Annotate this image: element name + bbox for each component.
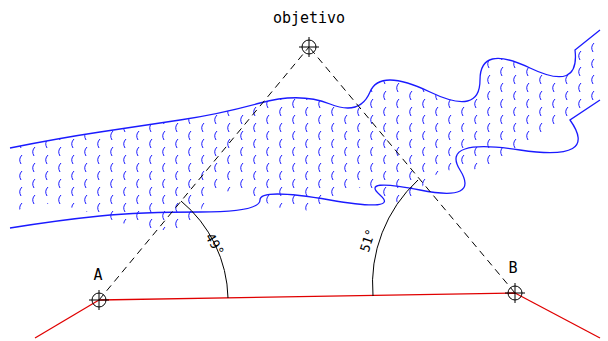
station-label: B bbox=[508, 261, 517, 276]
station-symbol bbox=[299, 37, 319, 57]
angle-label: 51° bbox=[358, 227, 378, 253]
baseline bbox=[99, 293, 515, 300]
sight-line bbox=[99, 47, 309, 300]
angle-label: 49° bbox=[203, 231, 226, 258]
angle-arc bbox=[373, 180, 418, 296]
traverse-line bbox=[35, 300, 99, 338]
river-bank bbox=[10, 30, 600, 148]
station-symbol bbox=[505, 283, 525, 303]
station-symbol bbox=[89, 290, 109, 310]
sight-line bbox=[309, 47, 515, 293]
target-label: objetivo bbox=[273, 11, 345, 26]
river-bank bbox=[10, 100, 600, 228]
angle-arc bbox=[181, 201, 228, 298]
traverse-line bbox=[515, 293, 600, 338]
station-label: A bbox=[93, 268, 102, 283]
